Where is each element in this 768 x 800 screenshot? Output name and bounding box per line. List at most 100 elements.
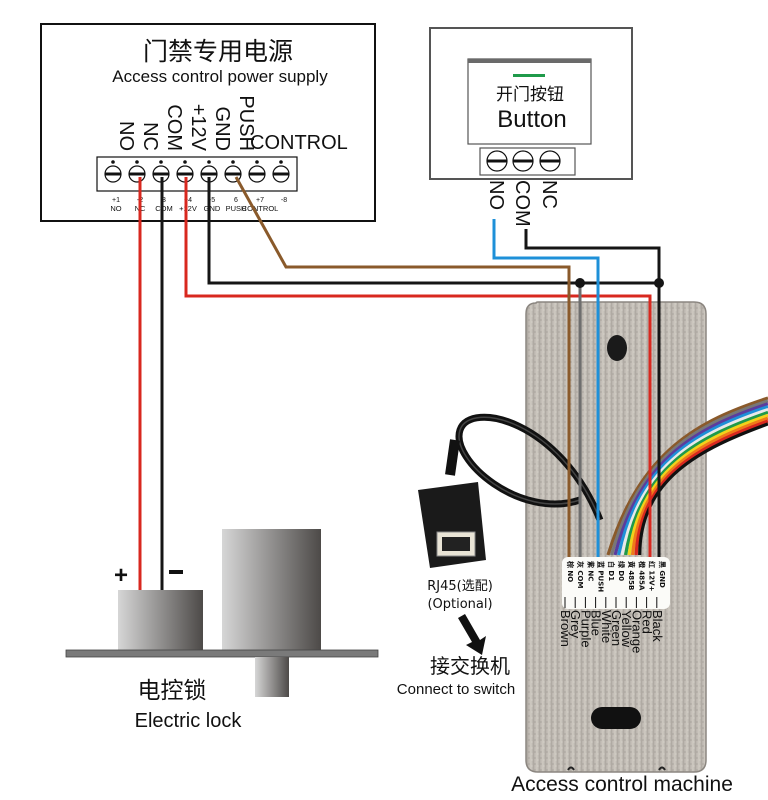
lock-title-cn: 电控锁 [138,678,207,704]
terminal-name: PUSH [226,204,247,213]
terminal-label: NO [115,121,137,151]
wire-push-brown [234,176,571,565]
wires [138,176,664,590]
wire-tag: 黑 GND Black [650,561,667,642]
wire-color-name: White [599,610,614,643]
bundle-wire [634,419,768,556]
bundle-wire [631,416,768,556]
rj45-port-hole [442,537,470,551]
rj45-strain-relief [445,439,460,476]
wire-color-name: Brown [558,610,573,647]
svg-text:红 12V+: 红 12V+ [648,561,657,592]
power-supply-terminal-block [96,156,298,192]
button-title-cn: 开门按钮 [496,85,564,105]
bundle-wire [609,399,768,556]
button-led-icon [513,74,545,77]
wire-color-name: Purple [578,610,593,648]
rj45-label: RJ45(选配) [427,579,493,594]
terminal-number: +1 [112,197,120,204]
screw-terminal-icon [539,150,561,172]
terminal-number: 6 [234,197,238,204]
terminal-number: +7 [256,197,264,204]
wire-tag: 棕 NO Brown [558,560,575,647]
terminal-label: NC [139,122,161,151]
wire-tag: 紫 NC Purple [578,561,595,648]
terminal-label: COM [163,104,185,151]
screw-terminal-icon [272,160,290,183]
wire-color-name: Blue [589,610,604,636]
screw-terminal-icon [512,150,534,172]
svg-text:灰 COM: 灰 COM [576,561,585,589]
wire-color-name: Red [640,610,655,634]
power-supply-title-cn: 门禁专用电源 [143,37,293,66]
lock-plus-label: + [114,562,128,589]
svg-text:蓝 PUSH: 蓝 PUSH [597,561,606,592]
rj45-cable: RJ45(选配) (Optional) 接交换机 Connect to swit… [397,413,604,698]
terminal-label: GND [211,107,233,151]
terminal-number: 3 [162,197,166,204]
button-title-en: Button [497,106,566,133]
bundle-wire [627,413,768,556]
terminal-number: -8 [281,197,287,204]
wire-color-name: Black [650,610,665,642]
wire-button-no-blue [492,219,600,565]
bundle-wire [616,405,768,556]
junction-dot [654,278,664,288]
wire-12v-red [184,177,652,565]
wire-bundle [606,396,768,556]
machine-top-hole [607,335,627,361]
wire-tag: 红 12V+ Red [640,561,657,634]
button-face-top-edge [468,59,591,63]
screw-terminal-icon [248,160,266,183]
power-supply-title-en: Access control power supply [112,67,328,86]
terminal-name: CONTROL [242,204,279,213]
button-terminal-label: NC [538,180,560,209]
terminal-label: +12V [187,104,209,152]
terminal-name: GND [204,204,221,213]
power-supply-screws [104,160,290,183]
bundle-wire [624,410,768,556]
svg-text:黑 GND: 黑 GND [658,561,667,588]
terminal-number: -5 [209,197,215,204]
electric-lock: + 电控锁 Electric lock [65,529,379,732]
lock-body [118,590,203,650]
wire-tag: 灰 COM Grey [568,561,585,639]
junction-dot [575,278,585,288]
rj45-optional-label: (Optional) [427,597,492,612]
lock-minus-label [169,570,183,574]
bundle-wire [638,422,768,556]
screw-terminal-icon [104,160,122,183]
wire-tag-label: 棕 NO Brown 灰 COM Grey 紫 NC Purple 蓝 PUSH Blue白 … [558,557,670,653]
switch-label-en: Connect to switch [397,681,515,698]
terminal-name: COM [155,204,173,213]
screw-terminal-icon [486,150,508,172]
wire-gnd-black [207,177,661,565]
bundle-wire [620,408,768,556]
terminal-number: +4 [184,197,192,204]
terminal-name: NO [110,204,121,213]
wire-color-name: Grey [568,610,583,639]
rj45-cable-highlight [458,416,601,521]
svg-text:橙 485A: 橙 485A [637,561,646,591]
svg-text:绿 D0: 绿 D0 [617,561,626,581]
wire-color-name: Orange [629,610,644,653]
wire-tag: 蓝 PUSH Blue [589,561,606,636]
lock-bolt [255,657,289,697]
switch-label-cn: 接交换机 [430,654,510,678]
control-label: CONTROL [250,132,348,154]
arrow-down-icon [458,614,486,655]
svg-text:紫 NC: 紫 NC [586,561,595,581]
machine-bottom-notches [567,766,666,771]
svg-text:黄 485B: 黄 485B [627,561,636,590]
lock-plate [222,529,321,650]
svg-text:棕 NO: 棕 NO [566,560,575,582]
button-screws [486,150,561,172]
